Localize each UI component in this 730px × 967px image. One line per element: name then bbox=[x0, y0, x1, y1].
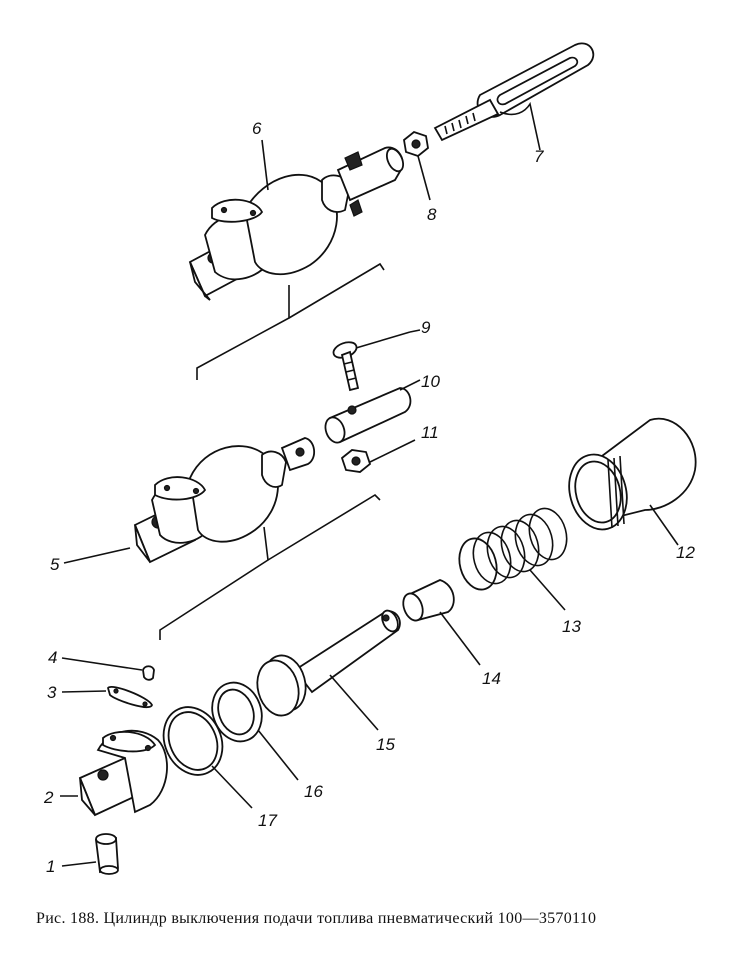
label-part-11: 11 bbox=[421, 423, 439, 442]
label-part-9: 9 bbox=[421, 318, 431, 337]
part-8-nut bbox=[403, 130, 431, 201]
label-part-13: 13 bbox=[562, 617, 581, 636]
label-part-12: 12 bbox=[676, 543, 695, 562]
label-part-17: 17 bbox=[258, 811, 277, 830]
label-part-16: 16 bbox=[304, 782, 323, 801]
label-part-3: 3 bbox=[47, 683, 57, 702]
part-17-o-ring bbox=[162, 706, 253, 809]
label-part-4: 4 bbox=[48, 648, 57, 667]
part-2-cover bbox=[60, 729, 168, 817]
part-3-plate bbox=[61, 686, 153, 708]
label-part-2: 2 bbox=[43, 788, 54, 807]
label-part-10: 10 bbox=[421, 372, 440, 391]
part-9-screw bbox=[332, 331, 411, 392]
part-16-seal bbox=[211, 681, 299, 781]
part-13-spring bbox=[458, 507, 568, 611]
part-12-cylinder-sleeve bbox=[568, 417, 697, 546]
part-1-dowel bbox=[61, 833, 119, 875]
figure-caption: Рис. 188. Цилиндр выключения подачи топл… bbox=[36, 910, 597, 927]
part-6-assembled-cylinder bbox=[188, 146, 405, 380]
label-part-6: 6 bbox=[252, 119, 262, 138]
part-15-piston bbox=[256, 609, 401, 731]
label-part-7: 7 bbox=[534, 147, 544, 166]
label-part-15: 15 bbox=[376, 735, 395, 754]
part-5-cylinder bbox=[63, 437, 381, 640]
part-14-bushing bbox=[402, 579, 481, 666]
part-11-nut bbox=[340, 439, 416, 473]
part-10-sleeve bbox=[324, 379, 421, 444]
label-part-14: 14 bbox=[482, 669, 501, 688]
part-7-handle bbox=[433, 42, 595, 151]
label-part-8: 8 bbox=[427, 205, 437, 224]
part-4-pin bbox=[61, 657, 155, 681]
label-part-5: 5 bbox=[50, 555, 60, 574]
label-part-1: 1 bbox=[46, 857, 55, 876]
